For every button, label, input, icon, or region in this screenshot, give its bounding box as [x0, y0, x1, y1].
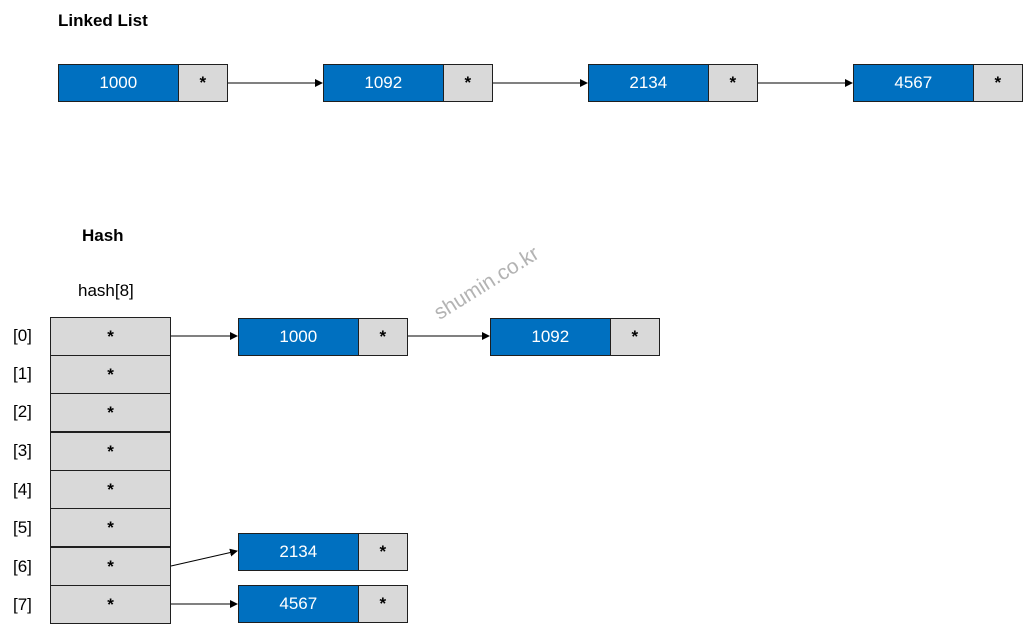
- node-pointer: *: [973, 65, 1022, 101]
- slot-index: [4]: [13, 480, 32, 499]
- slot-index: [3]: [13, 441, 32, 460]
- node-pointer: *: [443, 65, 492, 101]
- node-pointer: *: [708, 65, 757, 101]
- slot-index: [7]: [13, 595, 32, 614]
- linked-list-node-1: 1000 *: [58, 64, 228, 102]
- hash-chain-node: 2134 *: [238, 533, 408, 571]
- hash-title: Hash: [82, 226, 124, 245]
- hash-slot-0: *: [50, 317, 171, 356]
- node-pointer: *: [358, 586, 407, 622]
- linked-list-node-3: 2134 *: [588, 64, 758, 102]
- linked-list-node-2: 1092 *: [323, 64, 493, 102]
- arrow: [170, 548, 238, 567]
- hash-slot-4: *: [50, 470, 171, 509]
- node-value: 2134: [589, 65, 709, 101]
- slot-index: [6]: [13, 557, 32, 576]
- slot-index: [1]: [13, 364, 32, 383]
- node-value: 1092: [324, 65, 444, 101]
- hash-slot-7: *: [50, 585, 171, 624]
- hash-array-label: hash[8]: [78, 281, 134, 300]
- node-value: 2134: [239, 534, 359, 570]
- node-value: 1000: [239, 319, 359, 355]
- hash-slot-3: *: [50, 432, 171, 471]
- node-value: 4567: [239, 586, 359, 622]
- hash-chain-node: 1000 *: [238, 318, 408, 356]
- linked-list-title: Linked List: [58, 11, 148, 30]
- node-pointer: *: [178, 65, 227, 101]
- slot-index: [0]: [13, 326, 32, 345]
- node-value: 1000: [59, 65, 179, 101]
- node-value: 1092: [491, 319, 611, 355]
- slot-index: [5]: [13, 518, 32, 537]
- linked-list-node-4: 4567 *: [853, 64, 1023, 102]
- hash-slot-5: *: [50, 508, 171, 547]
- hash-slot-2: *: [50, 393, 171, 432]
- node-value: 4567: [854, 65, 974, 101]
- hash-chain-node: 1092 *: [490, 318, 660, 356]
- node-pointer: *: [610, 319, 659, 355]
- hash-chain-node: 4567 *: [238, 585, 408, 623]
- slot-index: [2]: [13, 402, 32, 421]
- node-pointer: *: [358, 319, 407, 355]
- node-pointer: *: [358, 534, 407, 570]
